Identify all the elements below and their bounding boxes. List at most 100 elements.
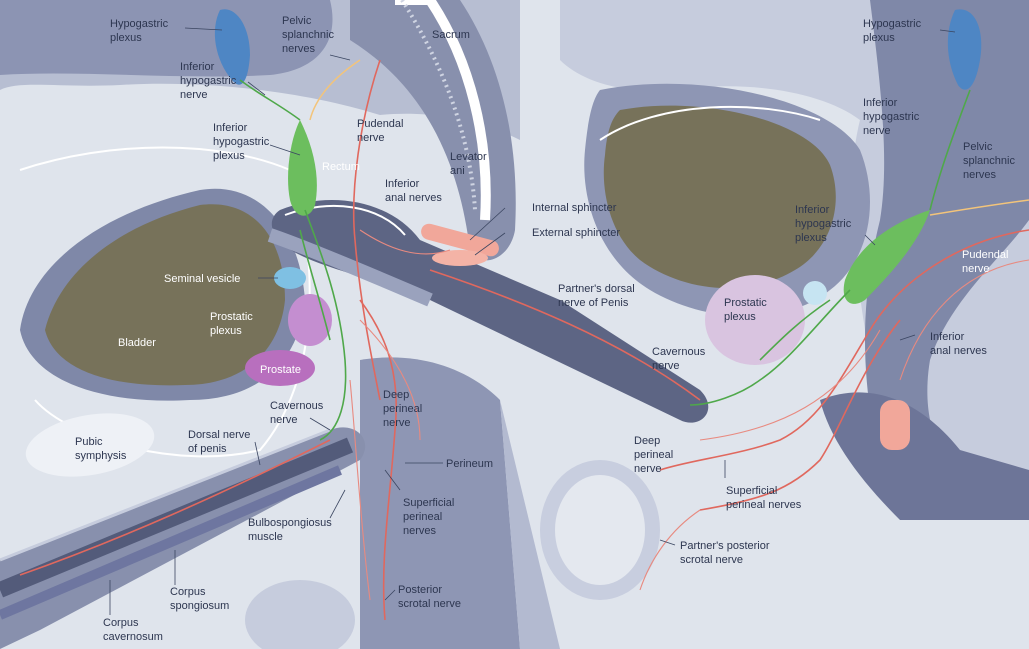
label-pudendal-nerve-right: Pudendal nerve [962, 249, 1012, 275]
inferior-hypogastric-plexus-left-shape [288, 120, 317, 216]
label-rectum: Rectum [322, 161, 360, 173]
label-inferior-hypogastric-plexus-right: Inferior hypogastric plexus [795, 204, 854, 244]
perineum-tissue [360, 357, 520, 649]
perineum-edge [500, 400, 560, 649]
label-pubic-symphysis: Pubic symphysis [75, 436, 127, 462]
posterior-scrotal-nerve [349, 379, 371, 601]
label-cavernous-nerve-left: Cavernous nerve [270, 400, 326, 426]
label-sacrum: Sacrum [432, 29, 470, 41]
label-inferior-anal-nerves-left: Inferior anal nerves [385, 178, 442, 204]
label-inferior-hypogastric-nerve-right: Inferior hypogastric nerve [863, 97, 922, 137]
leader [309, 417, 331, 431]
pubic-symphysis [25, 413, 155, 477]
inferior-anal-nerve-left [359, 229, 451, 255]
sacrum-spine [395, 0, 491, 221]
label-corpus-spongiosum: Corpus spongiosum [170, 586, 229, 612]
label-prostatic-plexus-left: Prostatic plexus [210, 311, 256, 337]
label-prostate: Prostate [260, 364, 301, 376]
leader [269, 144, 301, 156]
label-pelvic-splanchnic-right: Pelvic splanchnic nerves [963, 141, 1018, 181]
deep-perineal-nerve-left [359, 319, 421, 441]
penis-upper-edge [0, 428, 331, 562]
label-hypogastric-plexus-right: Hypogastric plexus [863, 18, 924, 44]
leader [384, 589, 396, 601]
label-deep-perineal-nerve-right: Deep perineal nerve [634, 435, 676, 475]
label-levator-ani: Levator ani [450, 151, 490, 177]
label-inferior-anal-nerves-right: Inferior anal nerves [930, 331, 987, 357]
seminal-vesicle [274, 267, 306, 289]
right-pelvic-wall [865, 0, 1029, 470]
testis-left [245, 580, 355, 649]
label-deep-perineal-nerve-left: Deep perineal nerve [383, 389, 425, 429]
leader [254, 441, 261, 466]
label-inferior-hypogastric-nerve-left: Inferior hypogastric nerve [180, 61, 239, 101]
corpus-spongiosum [0, 465, 342, 620]
hypogastric-plexus-left-shape [214, 9, 250, 85]
pelvic-splanchnic-nerve-left [309, 59, 361, 121]
anal-sphincter-right [880, 400, 910, 450]
dorsal-nerve-of-penis [19, 439, 331, 576]
leader [329, 489, 346, 519]
leader [184, 27, 223, 31]
inferior-hypogastric-plexus-right-shape [843, 210, 930, 304]
label-perineum: Perineum [446, 458, 493, 470]
leader [474, 232, 506, 256]
label-superficial-perineal-nerves-left: Superficial perineal nerves [403, 497, 457, 537]
label-bulbospongiosus-muscle: Bulbospongiosus muscle [248, 517, 335, 543]
label-dorsal-nerve-of-penis: Dorsal nerve of penis [188, 429, 253, 455]
partners-dorsal-nerve [429, 269, 701, 401]
leader [864, 234, 876, 246]
pudendal-nerve-left [352, 59, 381, 401]
right-anal-region [820, 392, 1029, 520]
superficial-perineal-nerve-left [359, 299, 398, 621]
label-pelvic-splanchnic-left: Pelvic splanchnic nerves [282, 15, 337, 55]
inferior-hypogastric-nerve-left [239, 79, 301, 121]
rectum-lining [267, 228, 433, 307]
prostatic-nerve-left [299, 229, 331, 341]
label-prostatic-plexus-right: Prostatic plexus [724, 297, 770, 323]
right-peritoneum [599, 105, 821, 141]
testis-right-inner [555, 475, 645, 585]
inferior-anal-nerve-right [899, 259, 1029, 381]
bladder [45, 204, 285, 386]
inferior-hypogastric-nerve-right [929, 89, 971, 211]
pelvic-splanchnic-nerve-right [929, 199, 1029, 216]
right-prostate [705, 275, 805, 365]
superficial-perineal-nerves-right [699, 319, 901, 511]
leader [469, 207, 506, 241]
corpus-cavernosum [0, 437, 354, 598]
label-cavernous-nerve-right: Cavernous nerve [652, 346, 708, 372]
label-pudendal-nerve-left: Pudendal nerve [357, 118, 407, 144]
leader [899, 334, 916, 341]
label-corpus-cavernosum: Corpus cavernosum [103, 617, 163, 643]
leader [659, 539, 676, 546]
label-partners-dorsal-nerve: Partner's dorsal nerve of Penis [558, 283, 638, 309]
partners-posterior-scrotal-nerve [639, 509, 701, 591]
anal-sphincter-left [421, 223, 499, 257]
rectum-tube [271, 200, 709, 423]
right-bladder [603, 105, 836, 289]
label-superficial-perineal-nerves-right: Superficial perineal nerves [726, 485, 802, 511]
label-partners-posterior-scrotal-nerve: Partner's posterior scrotal nerve [680, 540, 773, 566]
label-hypogastric-plexus-left: Hypogastric plexus [110, 18, 171, 44]
sacrum-vertebrae [400, 0, 477, 211]
hypogastric-plexus-right-shape [947, 9, 982, 90]
external-sphincter-shape [432, 250, 488, 266]
label-bladder: Bladder [118, 337, 156, 349]
right-seminal-vesicle [803, 281, 827, 305]
leader [939, 29, 956, 33]
leader [329, 54, 351, 61]
label-seminal-vesicle: Seminal vesicle [164, 273, 240, 285]
prostate [245, 350, 315, 386]
label-external-sphincter: External sphincter [532, 227, 620, 239]
prostatic-branch-right [759, 299, 831, 361]
cavernous-nerve-left [304, 209, 347, 441]
label-posterior-scrotal-nerve: Posterior scrotal nerve [398, 584, 461, 610]
leader [247, 81, 266, 96]
leader [384, 469, 401, 491]
deep-perineal-nerve-right [699, 329, 881, 441]
cavernous-nerve-right [689, 289, 851, 406]
label-internal-sphincter: Internal sphincter [532, 202, 617, 214]
